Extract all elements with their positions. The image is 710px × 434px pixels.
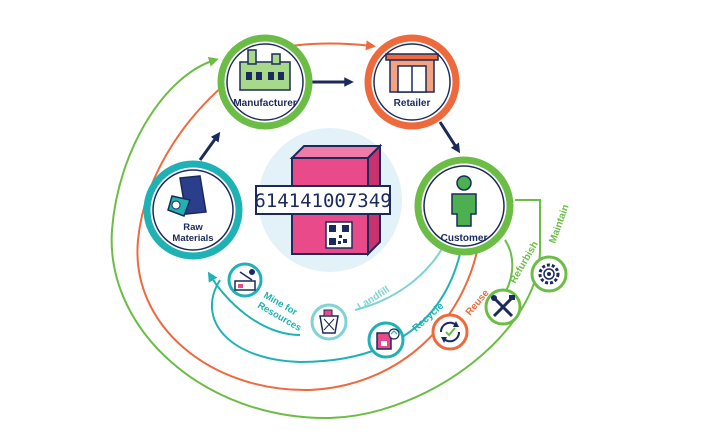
trash-bin-icon xyxy=(319,309,339,334)
outer-loops xyxy=(110,40,541,420)
recycle-box-icon xyxy=(376,328,400,350)
barcode-panel xyxy=(255,185,391,215)
customer-node: Customer xyxy=(414,156,514,256)
mine-icon-badge xyxy=(227,262,263,298)
qr-code-icon xyxy=(325,221,353,249)
flow-arrows xyxy=(198,77,461,161)
teal-mine-loop xyxy=(207,271,301,336)
retailer-label: Retailer xyxy=(394,98,431,109)
teal-loop xyxy=(210,244,463,364)
retailer-node: Retailer xyxy=(364,34,460,130)
barcode-number: 614141007349 xyxy=(254,190,391,212)
recycle-icon-badge xyxy=(367,321,405,359)
gear-icon xyxy=(538,263,560,285)
raw-materials-label-2: Materials xyxy=(172,233,213,244)
manufacturer-node: Manufacturer xyxy=(217,34,313,130)
landfill-icon-badge xyxy=(310,303,348,341)
refurbish-icon-badge xyxy=(484,288,522,326)
green-loop xyxy=(110,56,541,420)
person-icon xyxy=(451,175,477,227)
maintain-icon-badge xyxy=(530,255,568,293)
reuse-icon-badge xyxy=(431,313,469,351)
raw-materials-icon xyxy=(167,175,207,217)
mining-icon xyxy=(234,269,256,291)
factory-icon xyxy=(239,49,291,91)
orange-loop xyxy=(136,71,481,392)
reuse-arrows-icon xyxy=(439,321,461,343)
maintain-label: Maintain xyxy=(547,203,571,245)
raw-materials-label-1: Raw xyxy=(183,222,203,233)
tools-icon xyxy=(491,295,515,318)
product-center: 614141007349 xyxy=(254,128,402,272)
customer-label: Customer xyxy=(441,233,488,244)
manufacturer-label: Manufacturer xyxy=(233,98,296,109)
raw-materials-node: Raw Materials xyxy=(143,160,243,260)
storefront-icon xyxy=(385,53,439,93)
